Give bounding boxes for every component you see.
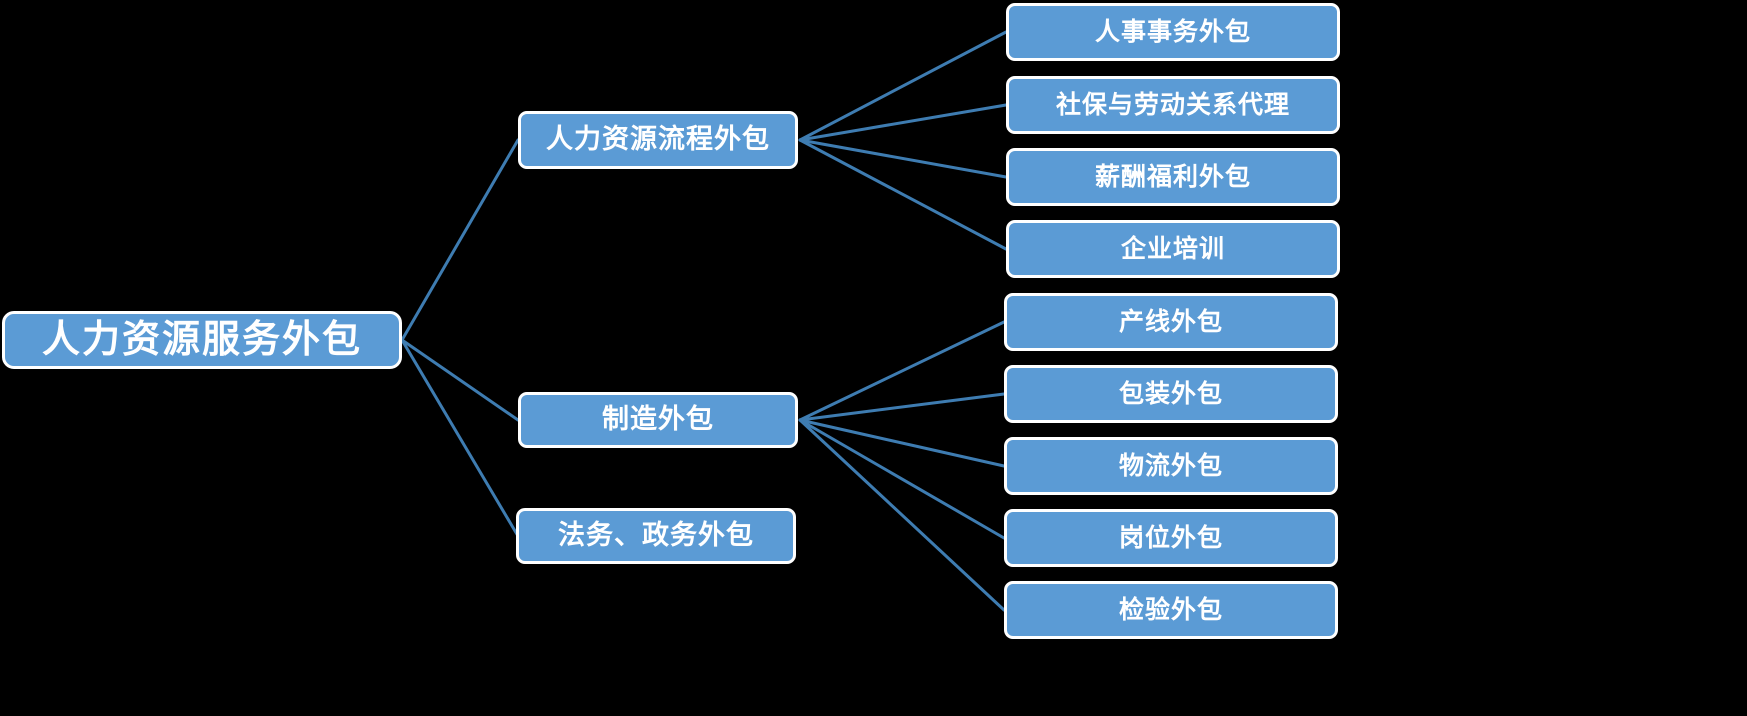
node-compensation-benefits-outsourcing[interactable]: 薪酬福利外包 [1006,148,1340,206]
node-logistics-outsourcing[interactable]: 物流外包 [1004,437,1338,495]
edge-root-to-legal [400,338,520,538]
edge-mfg-to-inspection [798,418,1006,612]
node-social-insurance-labor-relations-agency[interactable]: 社保与劳动关系代理 [1006,76,1340,134]
edge-hrp-to-personnel [798,30,1008,142]
edge-hrp-to-compensation [798,138,1008,179]
node-legal-government-outsourcing[interactable]: 法务、政务外包 [516,508,796,564]
node-root[interactable]: 人力资源服务外包 [2,311,402,369]
edge-mfg-to-logistics [798,418,1006,468]
node-personnel-affairs-outsourcing[interactable]: 人事事务外包 [1006,3,1340,61]
edge-mfg-to-packaging [798,392,1006,422]
node-inspection-outsourcing[interactable]: 检验外包 [1004,581,1338,639]
node-enterprise-training[interactable]: 企业培训 [1006,220,1340,278]
edge-root-to-manufacturing [400,338,520,422]
edge-root-to-hr-process [400,138,520,342]
edge-hrp-to-training [798,138,1008,251]
edge-hrp-to-social-insurance [798,103,1008,142]
node-manufacturing-outsourcing[interactable]: 制造外包 [518,392,798,448]
node-position-outsourcing[interactable]: 岗位外包 [1004,509,1338,567]
node-packaging-outsourcing[interactable]: 包装外包 [1004,365,1338,423]
node-hr-process-outsourcing[interactable]: 人力资源流程外包 [518,111,798,169]
edge-mfg-to-position [798,418,1006,540]
node-production-line-outsourcing[interactable]: 产线外包 [1004,293,1338,351]
edge-mfg-to-production-line [798,320,1006,422]
